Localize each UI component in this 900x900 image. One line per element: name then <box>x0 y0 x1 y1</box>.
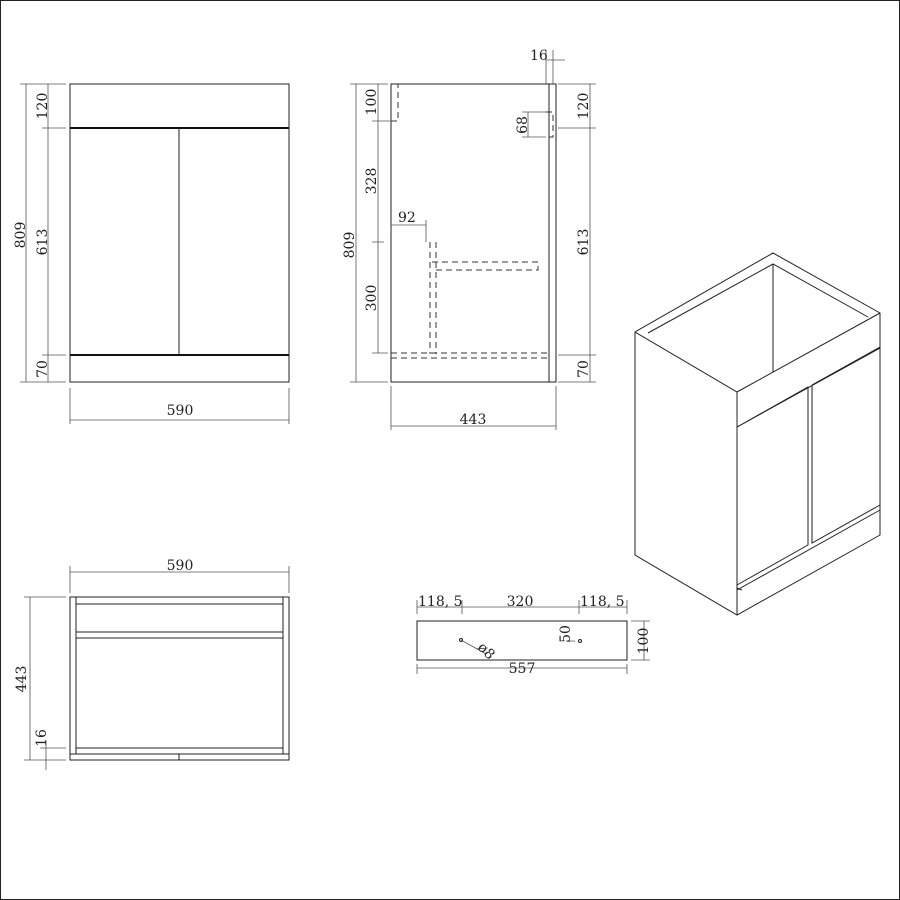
dim-door: 613 <box>576 229 592 256</box>
dim-panel: 16 <box>34 729 50 747</box>
dim-hole-height: 50 <box>558 625 574 643</box>
dim-rail-height: 68 <box>515 116 531 134</box>
front-outline <box>69 83 290 383</box>
dim-panel: 16 <box>530 48 548 64</box>
dim-top-rail: 120 <box>35 93 51 120</box>
dim-shelf-inset: 92 <box>398 210 416 226</box>
dim-height-total: 809 <box>342 232 358 259</box>
dim-depth: 443 <box>14 666 30 693</box>
front-view: 809 120 613 70 590 <box>13 83 290 424</box>
top-view: 590 443 16 <box>14 558 290 770</box>
dim-door: 613 <box>35 229 51 256</box>
hole-right <box>578 639 582 643</box>
dim-rail-offset: 100 <box>364 89 380 116</box>
dim-width: 557 <box>509 661 536 677</box>
hole-left <box>459 638 463 642</box>
iso-outline <box>634 252 881 616</box>
dim-width: 590 <box>167 403 194 419</box>
drawer-front-detail: 118, 5 320 118, 5 557 100 ø8 50 <box>416 594 652 677</box>
dim-plinth: 70 <box>35 360 51 378</box>
dim-left-offset: 118, 5 <box>418 594 463 610</box>
dim-width: 590 <box>167 558 194 574</box>
drawer-front-outline <box>416 620 628 661</box>
dim-depth: 443 <box>460 412 487 428</box>
dim-shelf-upper: 328 <box>364 168 380 195</box>
side-outline <box>390 83 557 383</box>
dim-hole-spacing: 320 <box>507 594 534 610</box>
dim-plinth: 70 <box>576 360 592 378</box>
side-view: 16 809 100 328 300 92 68 120 613 70 443 <box>342 48 596 430</box>
dim-shelf-lower: 300 <box>364 285 380 312</box>
dim-top-rail: 120 <box>576 93 592 120</box>
dim-height-total: 809 <box>13 222 29 249</box>
dim-height: 100 <box>636 628 652 655</box>
isometric-view <box>634 252 881 616</box>
top-outline <box>69 596 290 761</box>
dim-right-offset: 118, 5 <box>580 594 625 610</box>
